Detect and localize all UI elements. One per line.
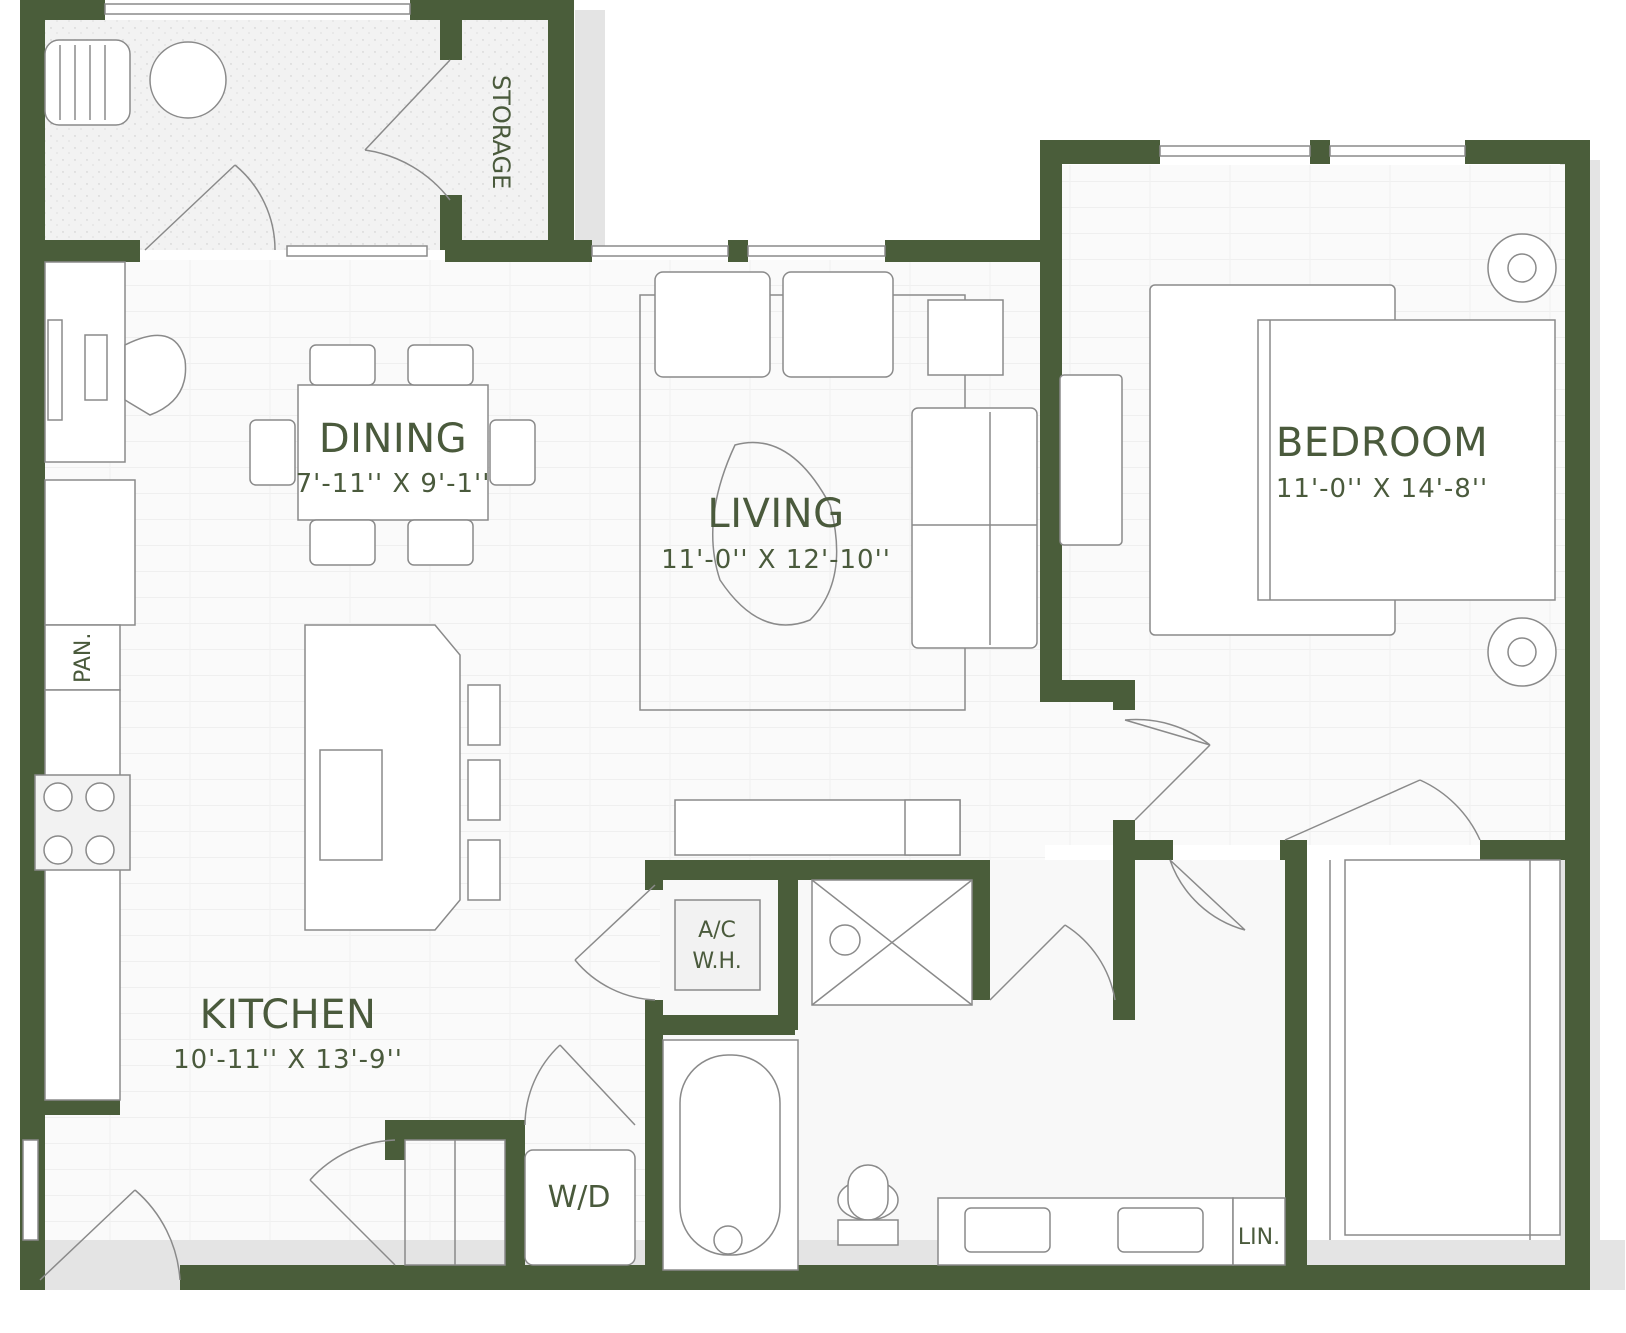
dining-table	[249, 344, 536, 566]
kitchen-island	[304, 624, 501, 931]
dining-dim: 7'-11'' X 9'-1''	[296, 469, 491, 499]
bedroom-name: BEDROOM	[1276, 420, 1488, 466]
room-labels: DINING 7'-11'' X 9'-1'' LIVING 11'-0'' X…	[71, 75, 1488, 1250]
living-name: LIVING	[707, 491, 844, 537]
pantry-label: PAN.	[71, 633, 96, 683]
ac-label-line1: A/C	[698, 918, 736, 943]
storage-label: STORAGE	[487, 75, 515, 189]
tv-console	[674, 799, 961, 856]
washer-dryer-label: W/D	[548, 1180, 611, 1215]
kitchen-dim: 10'-11'' X 13'-9''	[173, 1045, 403, 1075]
linen-label: LIN.	[1238, 1225, 1280, 1250]
living-dim: 11'-0'' X 12'-10''	[661, 545, 891, 575]
dining-name: DINING	[319, 416, 467, 462]
kitchen-name: KITCHEN	[200, 992, 377, 1038]
kitchen-counter	[34, 479, 136, 1101]
desk	[44, 261, 187, 463]
laundry	[404, 1139, 636, 1266]
ac-label-line2: W.H.	[692, 949, 741, 974]
bedroom-furniture	[1059, 233, 1557, 687]
living-furniture	[639, 271, 1038, 711]
bath-fixtures	[662, 879, 1286, 1271]
bedroom-dim: 11'-0'' X 14'-8''	[1276, 474, 1488, 504]
storage-furniture	[44, 39, 227, 126]
doors	[39, 59, 1481, 1281]
walk-in-closet	[1329, 859, 1561, 1240]
walls	[20, 0, 1590, 1290]
windows	[22, 3, 1466, 1241]
